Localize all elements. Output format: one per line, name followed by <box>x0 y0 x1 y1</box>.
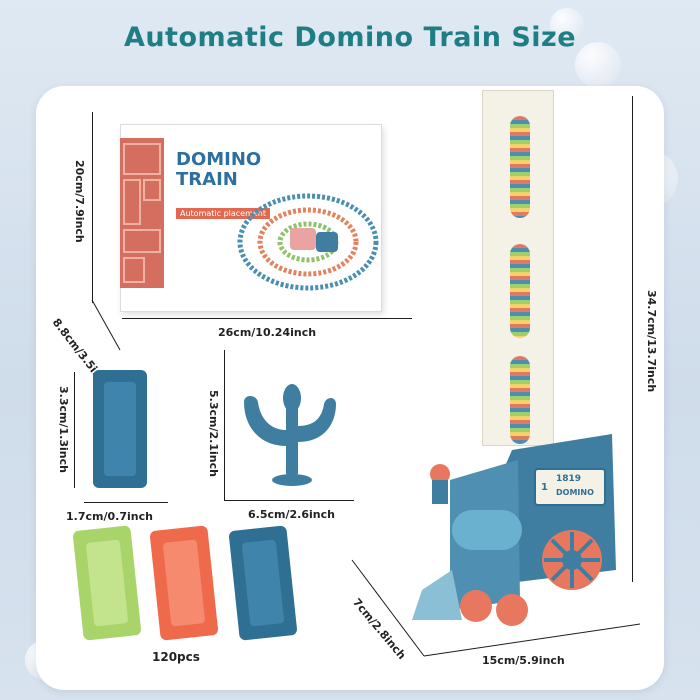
dimension-line <box>92 112 93 302</box>
domino-height-label: 3.3cm/1.3inch <box>57 386 70 473</box>
domino-width-label: 1.7cm/0.7inch <box>66 510 153 523</box>
background-bubble <box>550 8 584 42</box>
dimension-line <box>224 350 225 500</box>
tower-window <box>510 356 530 444</box>
dimension-line <box>92 302 93 303</box>
train-plate-label: DOMINO <box>556 488 594 497</box>
box-title-line-2: TRAIN <box>176 169 238 190</box>
train-height-label: 34.7cm/13.7inch <box>645 290 658 393</box>
train-plate-number: 1 <box>541 482 548 493</box>
box-brick-side <box>120 138 164 288</box>
train-plate-model: 1819 <box>556 474 582 484</box>
tower-window <box>510 116 530 218</box>
cactus-height-label: 5.3cm/2.1inch <box>207 390 220 477</box>
piece-count: 120pcs <box>152 650 200 664</box>
dimension-line <box>74 372 75 488</box>
box-width-label: 26cm/10.24inch <box>218 326 317 339</box>
train-base-lines <box>351 559 641 657</box>
dimension-line <box>84 502 168 503</box>
box-tagline: Automatic placement <box>176 208 271 219</box>
domino-blue-inset <box>104 382 136 476</box>
box-title-line-1: DOMINO <box>176 149 262 170</box>
cactus-width-label: 6.5cm/2.6inch <box>248 508 335 521</box>
box-height-label: 20cm/7.9inch <box>73 160 86 243</box>
dimension-line <box>224 500 354 501</box>
tower-window <box>510 244 530 338</box>
train-length-label: 15cm/5.9inch <box>482 654 565 667</box>
train-plate <box>534 468 606 506</box>
dimension-line <box>632 96 633 582</box>
page-title: Automatic Domino Train Size <box>123 22 577 53</box>
dimension-line <box>122 318 412 319</box>
box-spiral-dominoes <box>237 193 379 291</box>
depth-dimension-line <box>91 299 121 351</box>
box-title: DOMINO TRAIN <box>176 150 261 190</box>
brick-pattern <box>123 143 161 283</box>
cactus-piece <box>244 384 336 486</box>
background-bubble <box>575 42 621 88</box>
